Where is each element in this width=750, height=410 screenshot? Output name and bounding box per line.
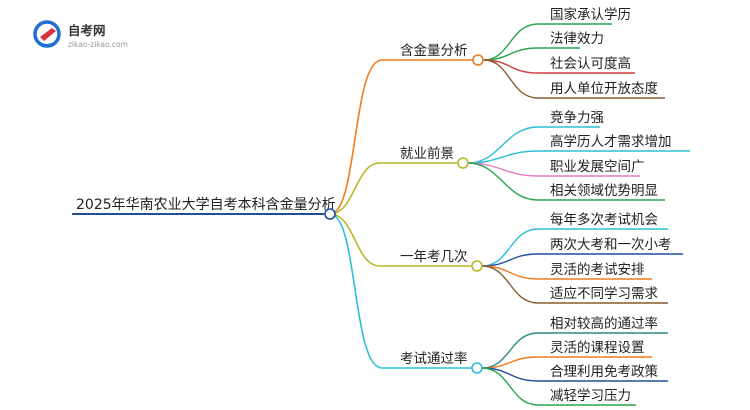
branch-dot-3 [471,362,483,374]
branch-node-3[interactable]: 考试通过率 [400,350,483,374]
leaf-b3-1[interactable]: 灵活的课程设置 [550,340,645,356]
logo-name: 自考网 [68,23,106,38]
root-connectors [329,59,478,369]
child-connectors [467,23,690,406]
leaf-b0-3[interactable]: 用人单位开放态度 [550,81,658,97]
branch-label-3: 考试通过率 [400,350,468,367]
leaf-b2-0[interactable]: 每年多次考试机会 [550,211,658,228]
branch-node-2[interactable]: 一年考几次 [400,249,483,272]
leaf-b1-3[interactable]: 相关领域优势明显 [550,183,658,199]
connector-b0-child-3 [483,59,665,99]
logo: 自考网 zikao-zikao.com [33,20,128,49]
leaf-b3-3[interactable]: 减轻学习压力 [550,388,631,404]
connector-b3-child-0 [481,332,668,369]
connector-branch-1 [329,162,462,215]
leaf-b1-0[interactable]: 竞争力强 [550,109,604,126]
branch-label-2: 一年考几次 [400,249,468,265]
branch-label-1: 就业前景 [400,145,454,162]
connector-b0-child-1 [483,47,580,61]
leaf-b2-1[interactable]: 两次大考和一次小考 [550,237,672,253]
leaf-b0-1[interactable]: 法律效力 [550,31,604,47]
root-label: 2025年华南农业大学自考本科含金量分析 [76,197,336,213]
connector-b0-child-2 [483,59,635,74]
connector-branch-3 [329,213,476,369]
leaf-b3-0[interactable]: 相对较高的通过率 [550,315,658,332]
connector-b2-child-0 [481,228,668,267]
connector-b2-child-3 [481,265,668,304]
connector-branch-2 [329,213,476,267]
leaf-b1-2[interactable]: 职业发展空间广 [550,159,645,175]
connector-b3-child-3 [481,367,636,406]
connector-b1-child-2 [467,162,640,177]
branch-dot-1 [457,157,469,169]
connector-b1-child-3 [467,162,665,201]
connector-b1-child-1 [467,150,690,164]
connector-branch-0 [329,59,478,215]
connector-b3-child-2 [481,367,668,382]
connector-b2-child-1 [481,253,683,267]
leaf-b2-2[interactable]: 灵活的考试安排 [550,262,645,278]
branch-node-0[interactable]: 含金量分析 [400,43,484,66]
branch-node-1[interactable]: 就业前景 [400,145,469,169]
connector-b2-child-2 [481,265,652,280]
connector-b0-child-0 [483,23,612,61]
connector-b3-child-1 [481,356,652,369]
root-dot [324,208,336,220]
leaf-b1-1[interactable]: 高学历人才需求增加 [550,133,672,150]
branch-label-0: 含金量分析 [400,43,468,59]
root-node[interactable]: 2025年华南农业大学自考本科含金量分析 [72,197,336,220]
leaf-b3-2[interactable]: 合理利用免考政策 [550,363,658,380]
leaf-b0-0[interactable]: 国家承认学历 [550,6,631,23]
logo-icon [33,20,61,48]
branch-dot-2 [471,260,483,272]
branch-dot-0 [472,54,484,66]
connector-b1-child-0 [467,126,600,164]
logo-url: zikao-zikao.com [68,40,128,49]
leaf-b0-2[interactable]: 社会认可度高 [550,55,631,72]
leaf-b2-3[interactable]: 适应不同学习需求 [550,285,658,302]
